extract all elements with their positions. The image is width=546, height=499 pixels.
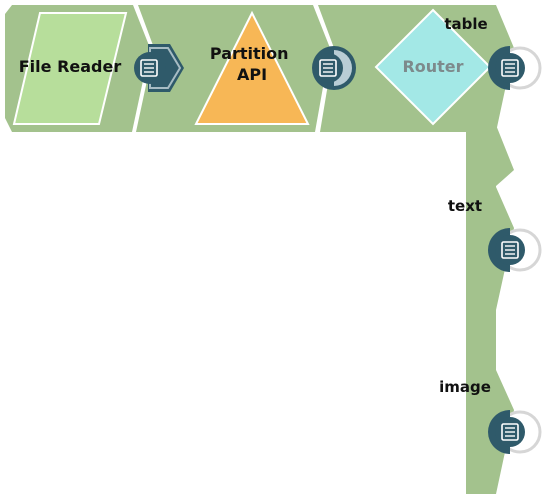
router-output-band [466, 125, 514, 494]
output-label-image: image [439, 378, 491, 396]
partition-api-shape [194, 10, 310, 125]
output-label-text: text [448, 197, 482, 215]
document-icon [319, 59, 337, 77]
document-icon [501, 241, 519, 259]
router-shape [374, 8, 492, 126]
router-output-band-top [466, 120, 496, 135]
router-output-image[interactable]: image [439, 378, 542, 454]
document-icon [501, 423, 519, 441]
snap-file-reader[interactable]: File Reader [12, 12, 128, 125]
file-reader-shape [12, 12, 128, 125]
partition-api-label-line-1: Partition [210, 44, 289, 63]
file-reader-output-port[interactable] [134, 44, 184, 92]
partition-api-output-port[interactable] [312, 46, 356, 90]
file-reader-label: File Reader [19, 57, 122, 76]
document-icon [140, 59, 158, 77]
output-label-table: table [444, 15, 487, 33]
partition-api-label-line-2: API [237, 65, 267, 84]
router-output-text[interactable]: text [448, 197, 542, 272]
router-output-table[interactable]: table [444, 15, 542, 90]
router-label: Router [402, 57, 463, 76]
snap-router[interactable]: Router [374, 8, 492, 126]
document-icon [501, 59, 519, 77]
partition-api-label: Partition API [210, 44, 294, 84]
snap-partition-api[interactable]: Partition API [194, 10, 310, 125]
